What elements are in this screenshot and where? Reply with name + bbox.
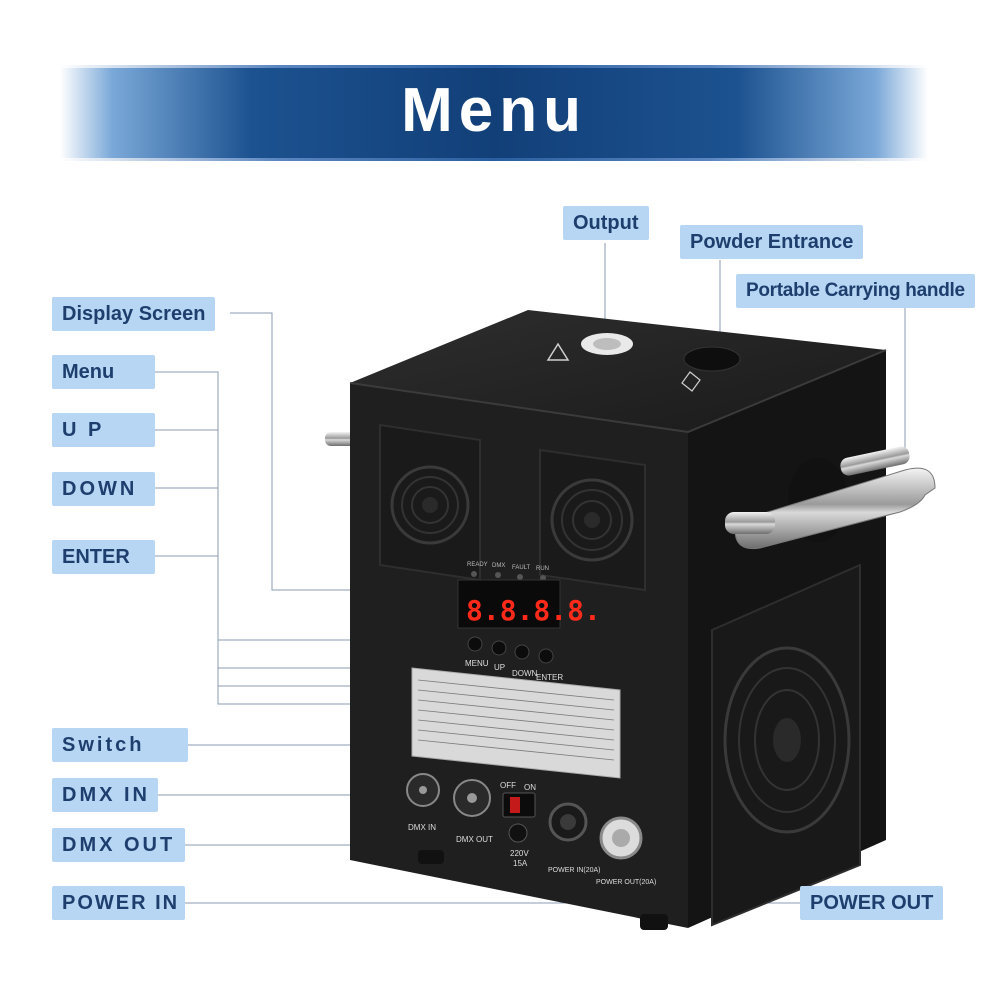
callout-switch: Switch — [52, 728, 188, 762]
front-fan-left — [379, 423, 481, 582]
fuse-holder — [508, 823, 528, 843]
indicator-label-ready: READY — [467, 562, 488, 568]
callout-dmx-in: DMX IN — [52, 778, 158, 812]
side-fan — [711, 563, 861, 927]
button-label-down: DOWN — [512, 669, 538, 678]
title-banner: Menu — [60, 65, 928, 161]
callout-down: DOWN — [52, 472, 155, 506]
handle-left-stub — [325, 432, 357, 446]
carrying-handle — [725, 446, 936, 550]
callout-dmx-out: DMX OUT — [52, 828, 185, 862]
front-fan-right — [539, 448, 646, 592]
callout-power-in: POWER IN — [52, 886, 185, 920]
powder-entrance-cap — [683, 346, 741, 372]
display-readout: 8.8.8.8. — [466, 594, 601, 627]
indicator-label-fault: FAULT — [512, 565, 531, 571]
switch-label-on: ON — [524, 783, 536, 792]
banner-stripe-top — [60, 65, 928, 68]
port-label-dmx-in: DMX IN — [408, 823, 436, 832]
indicator-label-dmx: DMX — [492, 563, 505, 569]
switch-label-off: OFF — [500, 781, 516, 790]
button-label-up: UP — [494, 663, 505, 672]
port-label-power-out: POWER OUT(20A) — [596, 879, 656, 886]
callout-enter: ENTER — [52, 540, 155, 574]
callout-display-screen: Display Screen — [52, 297, 216, 331]
port-label-power-in: POWER IN(20A) — [548, 867, 601, 874]
display-screen — [457, 579, 561, 629]
button-label-menu: MENU — [465, 659, 489, 668]
warning-triangle-icon — [546, 342, 570, 361]
powder-entrance-icon — [681, 371, 701, 392]
callout-output: Output — [563, 206, 649, 240]
callout-up: U P — [52, 413, 155, 447]
callout-power-out: POWER OUT — [800, 886, 944, 920]
menu-button[interactable] — [467, 636, 483, 652]
indicator-label-run: RUN — [536, 566, 549, 572]
callout-powder-entrance: Powder Entrance — [680, 225, 864, 259]
button-label-enter: ENTER — [536, 673, 563, 682]
page-title: Menu — [401, 76, 587, 145]
enter-button[interactable] — [538, 648, 554, 664]
up-button[interactable] — [491, 640, 507, 656]
fuse-label-voltage: 220V — [510, 849, 529, 858]
down-button[interactable] — [514, 644, 530, 660]
fuse-label-current: 15A — [513, 859, 528, 868]
callout-menu: Menu — [52, 355, 155, 389]
port-label-dmx-out: DMX OUT — [456, 835, 493, 844]
banner-stripe-bottom — [60, 158, 928, 161]
callout-carrying-handle: Portable Carrying handle — [736, 274, 975, 308]
